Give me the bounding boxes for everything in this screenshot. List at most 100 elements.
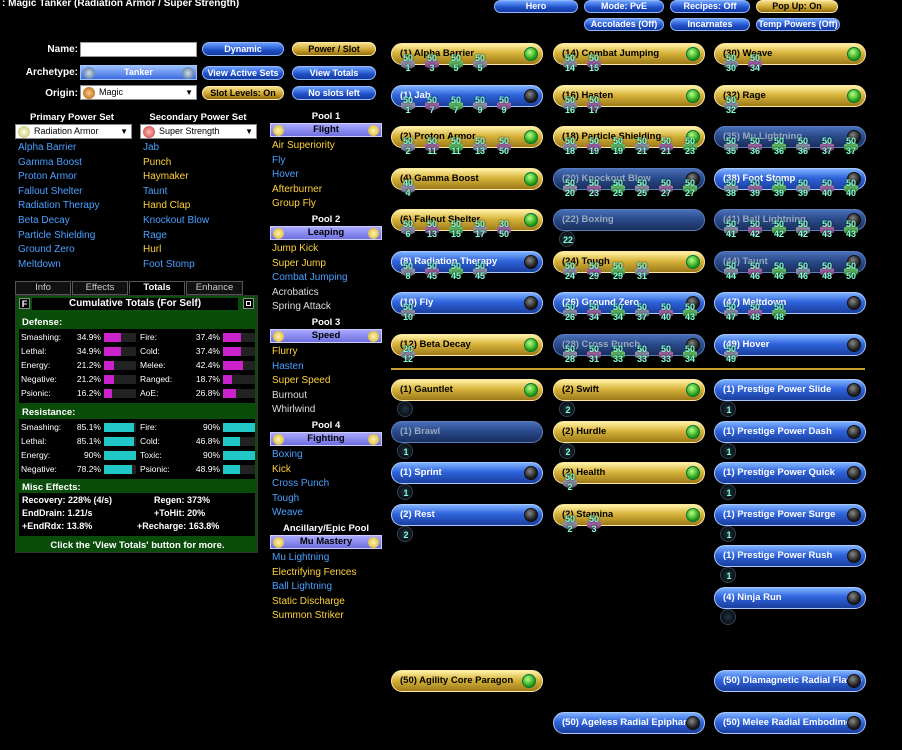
dynamic-button[interactable]: Dynamic: [202, 42, 284, 56]
power-button[interactable]: (32) Rage: [714, 84, 866, 107]
power-button[interactable]: (1) Prestige Power Quick: [714, 462, 866, 484]
empty-slot[interactable]: 1: [720, 484, 736, 500]
pool-power-item[interactable]: Kick: [272, 463, 291, 475]
power-button[interactable]: (1) Gauntlet: [391, 379, 543, 401]
view-active-sets-button[interactable]: View Active Sets: [202, 66, 284, 80]
incarnate-lore[interactable]: (50) Melee Radial Embodiment: [714, 712, 866, 734]
empty-slot[interactable]: 2: [559, 401, 575, 417]
pool-power-item[interactable]: Acrobatics: [272, 286, 319, 298]
empty-slot[interactable]: 2: [397, 525, 413, 542]
pool-power-item[interactable]: Air Superiority: [272, 140, 335, 151]
incarnate-alpha[interactable]: (50) Agility Core Paragon: [391, 670, 543, 692]
power-button[interactable]: (1) Sprint: [391, 462, 543, 484]
mode-toggle[interactable]: Mode: PvE: [584, 0, 664, 13]
primary-power-item[interactable]: Ground Zero: [18, 244, 75, 256]
view-totals-button[interactable]: View Totals: [292, 66, 376, 80]
pool-power-item[interactable]: Spring Attack: [272, 301, 331, 313]
power-button[interactable]: (41) Ball Lightning: [714, 209, 866, 231]
tab-info[interactable]: Info: [15, 281, 71, 295]
pool-power-item[interactable]: Ball Lightning: [272, 581, 333, 593]
pool-select[interactable]: Mu Mastery: [270, 535, 382, 549]
tab-totals[interactable]: Totals: [129, 281, 185, 295]
secondary-power-item[interactable]: Rage: [143, 229, 167, 241]
secondary-power-item[interactable]: Knockout Blow: [143, 214, 210, 226]
power-button[interactable]: (2) Hurdle: [553, 420, 705, 443]
power-button[interactable]: (2) Swift: [553, 379, 705, 401]
temp-powers-button[interactable]: Temp Powers (Off): [756, 18, 840, 31]
pool-power-item[interactable]: Tough: [272, 492, 300, 504]
secondary-power-item[interactable]: Hand Clap: [143, 200, 191, 212]
secondary-power-item[interactable]: Jab: [143, 142, 160, 153]
power-button[interactable]: (1) Prestige Power Dash: [714, 420, 866, 443]
primary-power-item[interactable]: Alpha Barrier: [18, 142, 77, 153]
primary-power-item[interactable]: Proton Armor: [18, 171, 77, 183]
empty-slot[interactable]: 1: [720, 525, 736, 542]
secondary-power-item[interactable]: Haymaker: [143, 171, 189, 183]
pool-select[interactable]: Flight: [270, 123, 382, 137]
primary-power-item[interactable]: Gamma Boost: [18, 156, 82, 168]
pool-select[interactable]: Fighting: [270, 432, 382, 446]
pool-power-item[interactable]: Static Discharge: [272, 595, 345, 607]
empty-slot[interactable]: 22: [559, 231, 575, 247]
accolades-button[interactable]: Accolades (Off): [584, 18, 664, 31]
tab-effects[interactable]: Effects: [72, 281, 128, 295]
secondary-power-item[interactable]: Foot Stomp: [143, 258, 195, 270]
pool-power-item[interactable]: Weave: [272, 507, 303, 519]
incarnate-judgement[interactable]: (50) Ageless Radial Epiphan: [553, 712, 705, 734]
power-button[interactable]: (1) Prestige Power Rush: [714, 545, 866, 567]
primary-power-item[interactable]: Fallout Shelter: [18, 185, 83, 197]
power-button[interactable]: (12) Beta Decay: [391, 333, 543, 356]
power-button[interactable]: (1) Alpha Barrier: [391, 43, 543, 65]
empty-slot[interactable]: [397, 401, 413, 417]
secondary-power-item[interactable]: Hurl: [143, 244, 162, 256]
power-button[interactable]: (8) Radiation Therapy: [391, 250, 543, 273]
empty-slot[interactable]: 2: [559, 442, 575, 459]
